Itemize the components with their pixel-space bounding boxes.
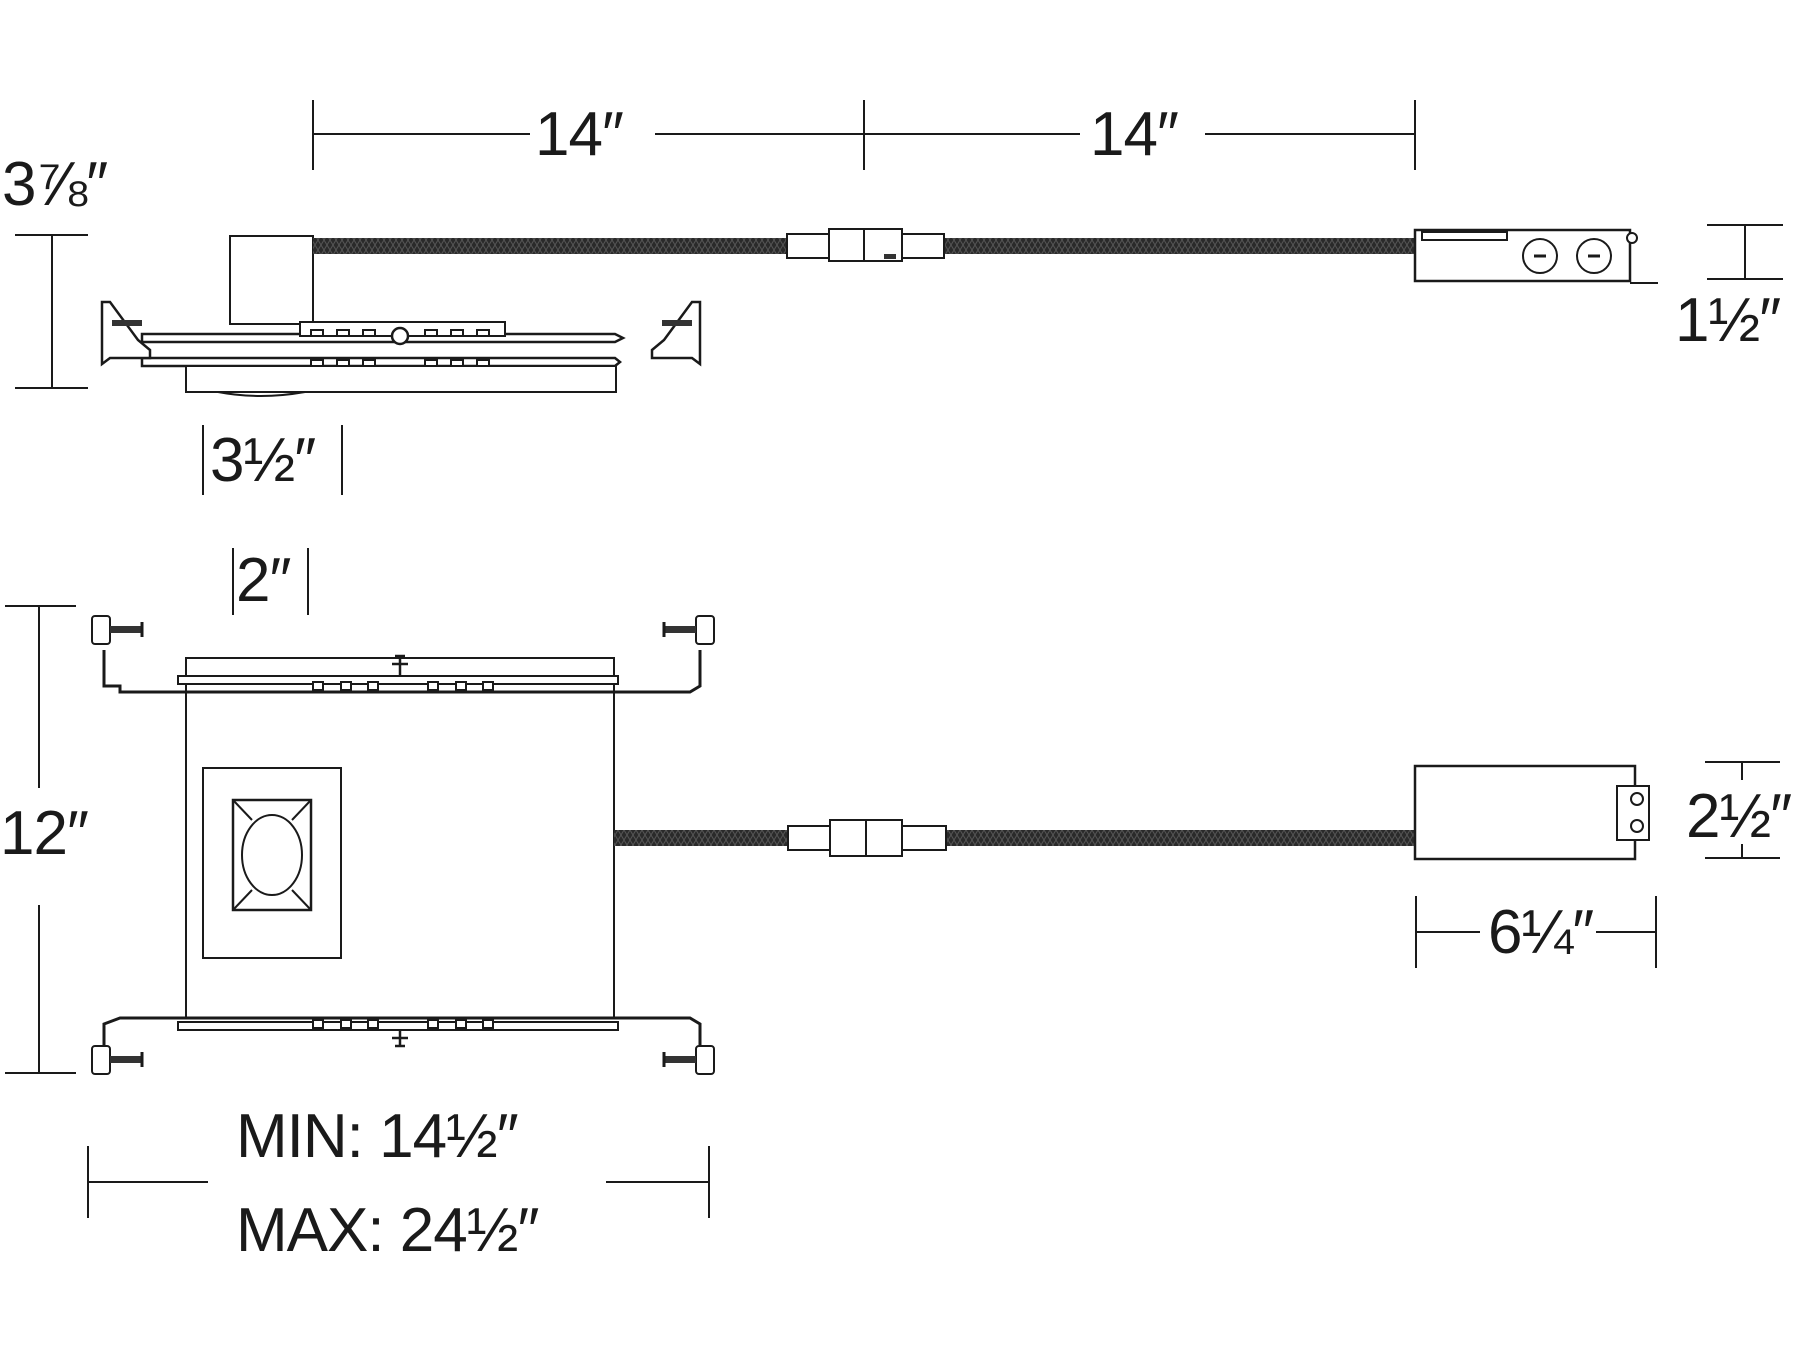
bottom-mounting-bar [91,1016,715,1075]
housing-height-dimension [15,234,88,389]
top-view-housing [185,657,615,1019]
side-cord [313,238,793,254]
top-view-connector [787,819,947,857]
label-bar-span-max: MAX: 24½″ [236,1196,539,1265]
label-housing-height: 3⅞″ [2,150,108,219]
label-housing-depth: 12″ [0,799,89,868]
label-driver-length: 6¼″ [1488,898,1594,967]
label-driver-width: 2½″ [1686,782,1792,851]
housing-depth-dimension [5,605,76,1074]
label-bar-span-min: MIN: 14½″ [236,1102,519,1171]
label-aperture-offset: 2″ [236,546,291,615]
top-view-cord [614,830,1415,846]
side-view-connector [786,228,945,262]
driver-height-dimension [1707,224,1783,280]
label-driver-height: 1½″ [1675,286,1781,355]
label-aperture-width: 3½″ [210,426,316,495]
bar-span-dimension [87,1146,710,1218]
driver-length-dimension [1415,896,1657,968]
cord-length-dimension [312,100,1416,170]
side-view-housing [100,235,1415,397]
aperture-offset-dimension [232,548,309,615]
top-view-driver [1413,764,1650,861]
side-view-driver [1413,228,1658,284]
label-cord-length-left: 14″ [535,100,624,169]
driver-width-dimension [1705,761,1780,859]
top-mounting-bar [91,615,715,694]
label-cord-length-right: 14″ [1090,100,1179,169]
aperture-width-dimension [202,425,343,495]
